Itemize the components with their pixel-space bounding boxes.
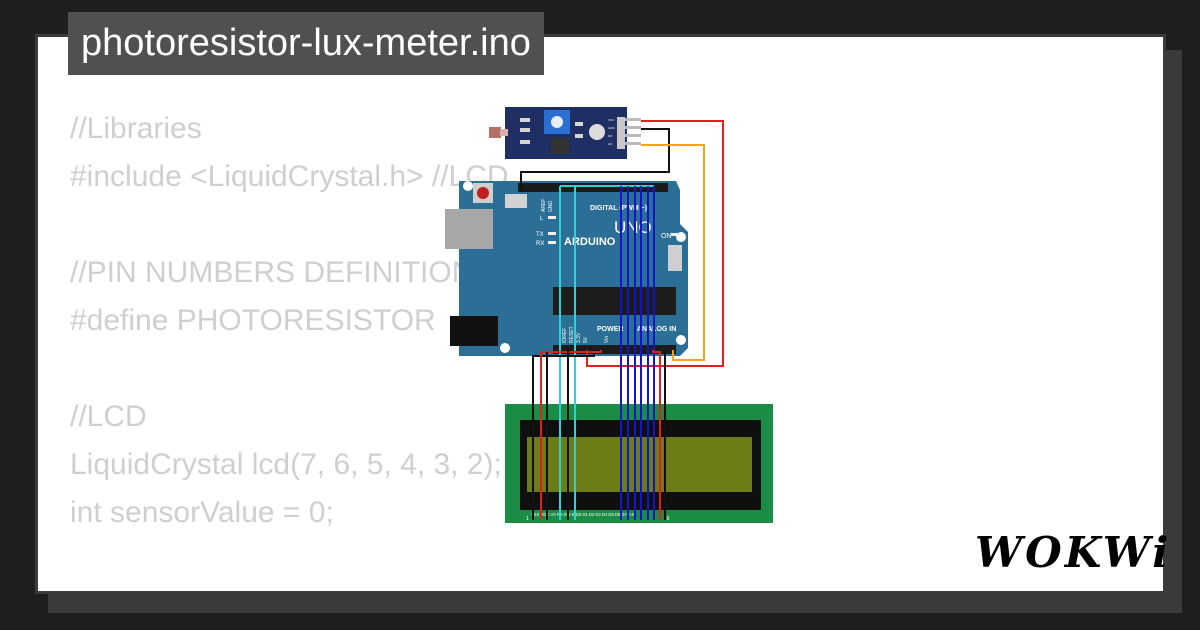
code-line: //LCD xyxy=(70,400,147,433)
3v3-pin-label: 3.3V xyxy=(576,332,582,343)
sensor-pin-ao: AO xyxy=(608,142,613,146)
arduino-uno-board[interactable]: ARDUINO UNO DIGITAL (PWM ~) POWER ANALOG… xyxy=(445,181,688,356)
power-pins-label: POWER xyxy=(597,326,623,333)
reset-pin-label: RESET xyxy=(569,326,575,343)
5v-pin-label: 5V xyxy=(583,336,589,343)
lcd-screen xyxy=(527,437,752,492)
code-line: //PIN NUMBERS DEFINITIONS xyxy=(70,256,494,289)
on-led-label: ON xyxy=(661,233,672,240)
code-line: int sensorValue = 0; xyxy=(70,496,334,529)
ioref-pin-label: IOREF xyxy=(562,328,568,343)
reset-button-icon xyxy=(477,187,489,199)
usb-port xyxy=(445,209,493,249)
lcd-pin-first: 1 xyxy=(526,516,529,522)
wires xyxy=(520,120,724,520)
power-jack xyxy=(450,316,498,346)
sketch-filename: photoresistor-lux-meter.ino xyxy=(68,12,544,75)
code-preview: //Libraries #include <LiquidCrystal.h> //… xyxy=(70,105,509,591)
vin-pin-label: Vin xyxy=(604,336,610,343)
code-line: LiquidCrystal lcd(7, 6, 5, 4, 3, 2); xyxy=(70,448,502,481)
l-led-label: L xyxy=(540,216,544,222)
aref-pin-label: AREF xyxy=(541,199,547,212)
wokwi-logo: WOKWi xyxy=(975,525,1168,580)
lcd-pin-labels: VSS VDD V0 RS RW E D0 D1 D2 D3 D4 D5 D6 … xyxy=(531,512,634,517)
digital-pins-label: DIGITAL (PWM ~) xyxy=(590,205,647,212)
analog-pins-label: ANALOG IN xyxy=(637,326,676,333)
code-line: #include <LiquidCrystal.h> //LCD xyxy=(70,160,509,193)
board-model-label: UNO xyxy=(614,218,652,237)
code-line: //Libraries xyxy=(70,112,202,145)
lcd-pin-last: 16 xyxy=(664,516,670,522)
sensor-pin-gnd: GND xyxy=(608,126,616,130)
sensor-pin-do: DO xyxy=(608,134,613,138)
rx-led-label: RX xyxy=(536,241,544,247)
sensor-pin-vcc: VCC xyxy=(608,118,615,122)
photoresistor-icon xyxy=(489,127,501,138)
photoresistor-module[interactable]: VCC GND DO AO xyxy=(489,107,641,159)
lcd-1602-display[interactable]: 1 VSS VDD V0 RS RW E D0 D1 D2 D3 D4 D5 D… xyxy=(505,404,773,523)
microcontroller-chip xyxy=(553,287,676,315)
wokwi-logo-text: WOKWi xyxy=(975,528,1172,577)
code-line: #define PHOTORESISTOR xyxy=(70,304,436,337)
gnd-pin-label: GND xyxy=(548,201,554,213)
board-brand-label: ARDUINO xyxy=(564,236,616,248)
tx-led-label: TX xyxy=(536,232,544,238)
